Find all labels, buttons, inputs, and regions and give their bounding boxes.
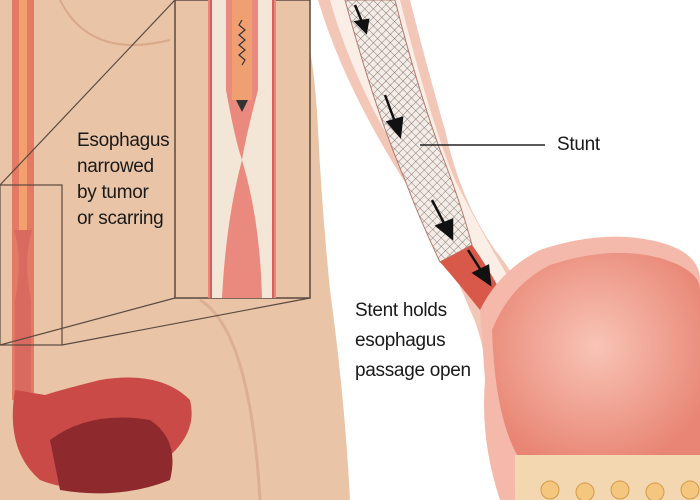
inset-narrowed-esophagus xyxy=(174,0,311,299)
label-line: esophagus xyxy=(355,330,446,351)
stent-label: Stunt xyxy=(557,134,600,155)
narrowed-esophagus-label: Esophagus narrowed by tumor or scarring xyxy=(77,128,170,232)
label-line: Esophagus xyxy=(77,130,170,151)
label-line: passage open xyxy=(355,360,471,381)
label-line: Stent holds xyxy=(355,300,447,321)
zoom-region-box xyxy=(0,184,63,346)
label-line: narrowed xyxy=(77,156,154,177)
label-line: by tumor xyxy=(77,182,149,203)
stent-function-label: Stent holds esophagus passage open xyxy=(355,296,471,386)
label-line: or scarring xyxy=(77,208,164,229)
flow-arrows xyxy=(353,4,492,287)
neck-shadow xyxy=(59,0,171,46)
